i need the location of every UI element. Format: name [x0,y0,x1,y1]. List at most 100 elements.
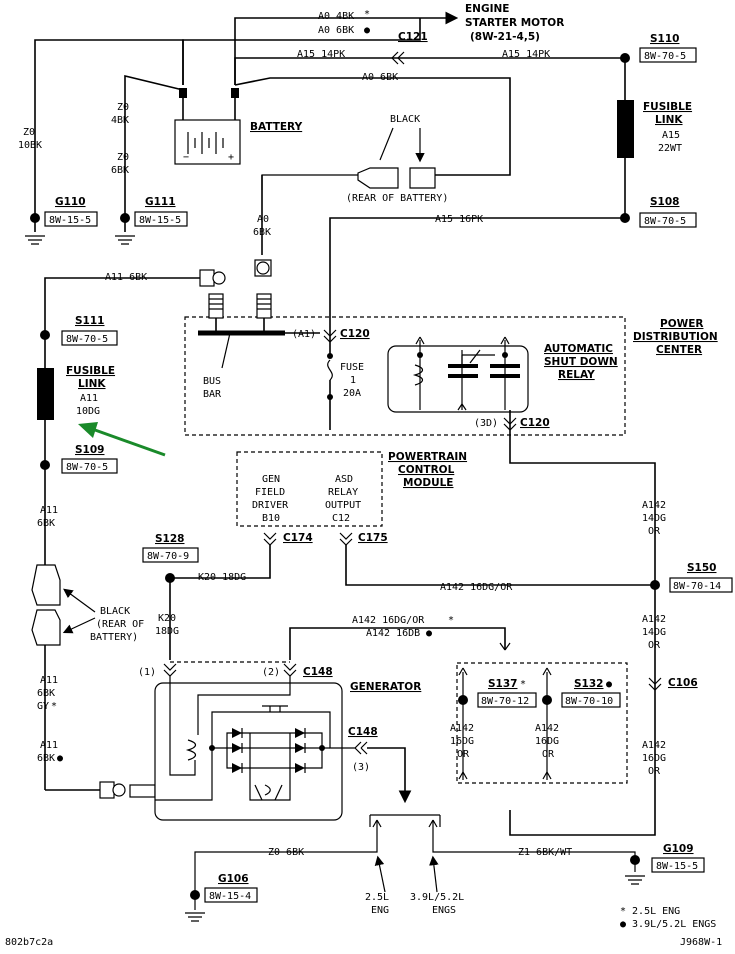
fusible-link-top [617,100,634,158]
splice-s109-ref: 8W-70-5 [66,462,108,473]
wire-a15-16pk: A15 16PK [435,214,483,225]
wire-a142-a-2: 14DG [642,513,666,524]
wire-a15-14pk-right: A15 14PK [502,49,550,60]
splice-s132-id: S132 [574,678,603,690]
starter-label-3: (8W-21-4,5) [470,31,540,43]
fl-top-1: FUSIBLE [643,101,692,113]
svg-text:+: + [228,152,234,163]
connector-c174: C174 [283,532,313,544]
ground-symbol-g110 [25,235,45,245]
wire-a11-6bk-top: A11 6BK [105,272,147,283]
wire-z0-6bk-2: 6BK [111,165,129,176]
star-mark: * [364,9,370,20]
pdc-label-2: DISTRIBUTION [633,331,718,343]
eng-25-1: 2.5L [365,892,389,903]
wire-a142-sup-2: A142 16DB [366,628,420,639]
a142-16dg-or-wire [345,545,655,586]
ground-g111-ref: 8W-15-5 [139,215,181,226]
wire-a142-sup-dot: ● [426,628,432,639]
connector-c175: C175 [358,532,388,544]
pcm-asd-3: OUTPUT [325,500,361,511]
splice-s110-box [639,47,697,63]
wire-a11-6bk-1: A11 [40,505,58,516]
footer-left-code: 802b7c2a [5,937,53,948]
wire-a15-14pk-left: A15 14PK [297,49,345,60]
a142-asd-output-wire [509,410,656,585]
splice-s150-ref: 8W-70-14 [673,581,721,592]
eng-25-2: ENG [371,905,389,916]
ground-g111-id: G111 [145,196,176,208]
footer-right-code: J968W-1 [680,937,722,948]
generator-symbol [154,676,343,821]
wire-a142-sup-star: * [448,615,454,626]
splice-s111-id: S111 [75,315,104,327]
splice-dot-s109 [40,460,50,470]
wire-z0-4bk-1: Z0 [117,102,129,113]
connector-c120b: C120 [520,417,550,429]
splice-s137-ref: 8W-70-12 [481,696,529,707]
generator-label: GENERATOR [350,681,421,693]
fuse-1 [327,353,333,430]
wire-a142-right-2: 16DG [642,753,666,764]
fuse-label-3: 20A [343,388,361,399]
s137-wire-2: 16DG [450,736,474,747]
splice-s108-id: S108 [650,196,679,208]
wire-k20-18dg-h: K20 18DG [198,572,246,583]
pcm-label-1: POWERTRAIN [388,451,467,463]
wire-z0-6bk-1: Z0 [117,152,129,163]
splice-s108-box [639,212,697,228]
connector-c148b: C148 [348,726,378,738]
c148-pin-2: (2) [262,667,280,678]
ring-terminal-left [199,259,272,287]
wire-k20-v-2: 18DG [155,626,179,637]
wire-a11-gy-3: GY [37,701,49,712]
svg-text:−: − [183,152,189,163]
connector-c121: C121 [398,31,428,43]
black-rear-left-2: (REAR OF [96,619,144,630]
ground-symbol-g109 [625,875,645,885]
ground-symbol-g106 [185,912,205,922]
pcm-gen-1: GEN [262,474,280,485]
ground-g106-ref: 8W-15-4 [209,891,251,902]
wire-z0-6bk-bottom: Z0 6BK [268,847,304,858]
battery-rear-connector-left [31,564,96,790]
bus-bar-1: BUS [203,376,221,387]
legend-star: * 2.5L ENG [620,906,680,917]
pdc-label-3: CENTER [656,344,702,356]
wire-a0-4bk: A0 4BK [318,11,354,22]
fl-top-4: 22WT [658,143,682,154]
legend-dot: ● 3.9L/5.2L ENGS [620,919,716,930]
starter-label-1: ENGINE [465,3,509,15]
pdc-outline [184,316,626,436]
fuse-label-2: 1 [350,375,356,386]
wire-a11-gy-1: A11 [40,675,58,686]
eng-39-2: ENGS [432,905,456,916]
wire-a142-sup-1: A142 16DG/OR [352,615,425,626]
splice-dot-s110 [620,53,630,63]
ground-g109-ref: 8W-15-5 [656,861,698,872]
wire-a0-6bk-mid: A0 6BK [362,72,398,83]
pdc-label-1: POWER [660,318,703,330]
z0-10bk-wire [34,39,184,232]
a11-6bk-top-wire [44,277,200,335]
eng-39-1: 3.9L/5.2L [410,892,464,903]
a142-generator-wire [289,627,506,660]
wire-a142-b-2: 14DG [642,627,666,638]
pcm-label-3: MODULE [403,477,453,489]
pcm-gen-4: B10 [262,513,280,524]
a0-6bk-wire [234,77,511,176]
ground-g109-id: G109 [663,843,694,855]
wire-a142-a-3: OR [648,526,661,537]
splice-s150-id: S150 [687,562,716,574]
battery-conn-black: BLACK [390,114,420,125]
connector-c106: C106 [668,677,698,689]
connector-c148a: C148 [303,666,333,678]
asd-relay-label-3: RELAY [558,369,595,381]
pcm-asd-4: C12 [332,513,350,524]
wire-a142-16dg-or-h: A142 16DG/OR [440,582,513,593]
wire-z1-6bk-wt: Z1 6BK/WT [518,847,572,858]
wire-k20-v-1: K20 [158,613,176,624]
wire-a142-b-1: A142 [642,614,666,625]
pcm-gen-3: DRIVER [252,500,289,511]
splice-s128-id: S128 [155,533,184,545]
